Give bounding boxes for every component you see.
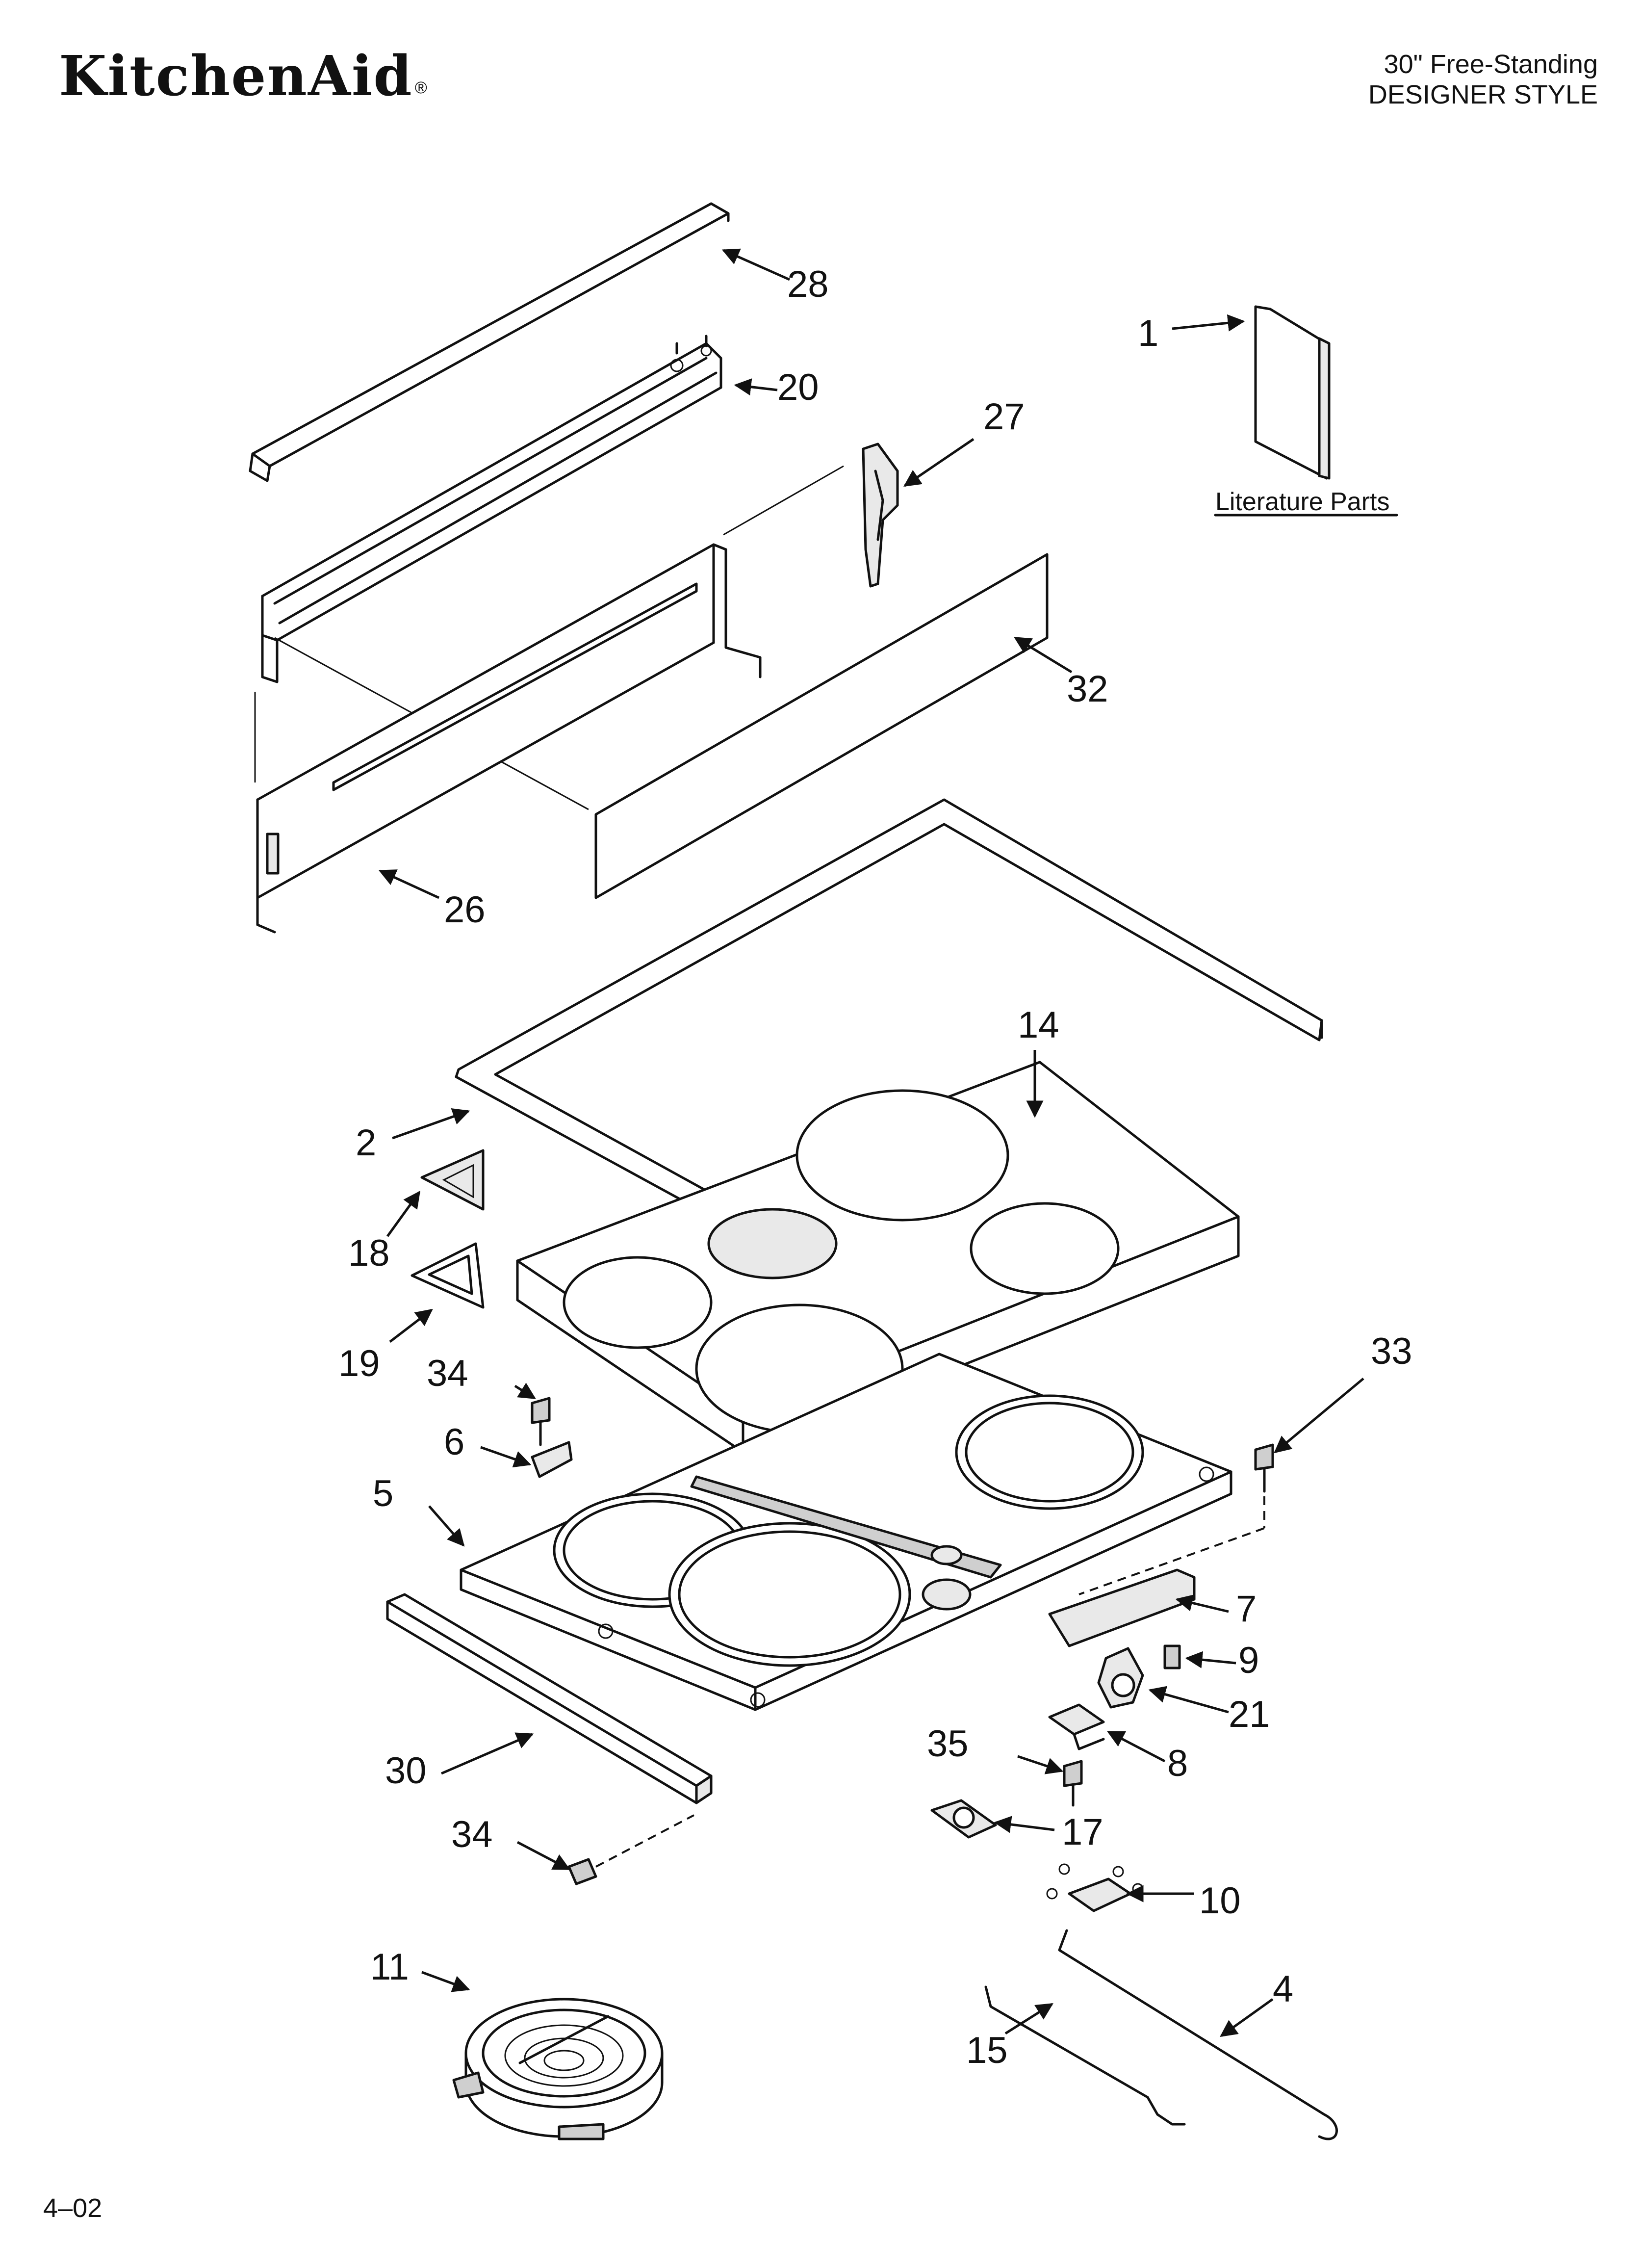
part-9-screw — [1163, 1644, 1181, 1669]
callout-28: 28 — [787, 263, 829, 305]
callout-20: 20 — [777, 366, 819, 408]
callout-11: 11 — [370, 1946, 409, 1988]
part-8-bracket — [1048, 1703, 1105, 1750]
callout-21: 21 — [1229, 1694, 1270, 1735]
callout-10: 10 — [1199, 1880, 1241, 1922]
callout-15: 15 — [966, 2030, 1008, 2071]
part-19-lens-gasket — [410, 1242, 485, 1309]
part-11-radiant-element — [452, 1998, 664, 2140]
part-21-thermostat — [1097, 1647, 1144, 1709]
callout-27: 27 — [983, 396, 1025, 438]
callout-19: 19 — [338, 1343, 380, 1384]
callout-5: 5 — [373, 1473, 393, 1514]
part-4-rod — [1058, 1929, 1338, 2140]
part-34-screw-lower — [567, 1858, 597, 1885]
part-10-terminal-block — [1046, 1863, 1144, 1912]
part-15-rod — [984, 1985, 1186, 2126]
callout-26: 26 — [444, 889, 486, 931]
model-line-2: DESIGNER STYLE — [1368, 80, 1598, 109]
part-7-rear-support — [1048, 1568, 1196, 1647]
callout-32: 32 — [1067, 668, 1108, 710]
part-1-literature — [1254, 305, 1331, 480]
callout-6: 6 — [444, 1421, 464, 1463]
callout-2: 2 — [356, 1122, 376, 1164]
callout-30: 30 — [385, 1750, 427, 1792]
part-32-control-glass — [594, 553, 1049, 899]
part-18-indicator-lens — [420, 1149, 485, 1211]
callout-1: 1 — [1138, 313, 1158, 354]
part-33-screw — [1254, 1443, 1274, 1493]
part-26-back-panel — [256, 543, 762, 934]
callout-4: 4 — [1273, 1968, 1293, 2010]
literature-parts-label: Literature Parts — [1215, 488, 1390, 516]
callout-34-lower: 34 — [451, 1814, 493, 1855]
brand-name: KitchenAid — [59, 44, 413, 108]
model-line-1: 30" Free-Standing — [1384, 50, 1598, 79]
date-code: 4–02 — [43, 2193, 103, 2223]
callout-7: 7 — [1236, 1588, 1257, 1630]
part-17-limiter — [930, 1799, 997, 1839]
registered-mark: ® — [414, 78, 428, 97]
part-27-bracket — [862, 443, 899, 588]
callout-18: 18 — [348, 1232, 390, 1274]
callout-17: 17 — [1062, 1811, 1103, 1853]
part-5-burner-box — [460, 1353, 1232, 1711]
part-35-screw — [1063, 1760, 1083, 1807]
callout-9: 9 — [1238, 1640, 1259, 1681]
part-20-panel-frame — [261, 335, 722, 683]
part-30-front-trim — [386, 1593, 713, 1804]
callout-33: 33 — [1371, 1330, 1412, 1372]
part-34-screw-upper — [531, 1397, 551, 1446]
callout-14: 14 — [1018, 1004, 1059, 1046]
part-6-clip — [531, 1441, 573, 1478]
callout-8: 8 — [1167, 1743, 1188, 1784]
part-28-trim — [249, 202, 730, 482]
callout-35: 35 — [927, 1723, 969, 1765]
model-description: 30" Free-Standing DESIGNER STYLE — [1368, 49, 1598, 110]
callout-34-upper: 34 — [427, 1353, 468, 1394]
brand-logo: KitchenAid® — [59, 44, 428, 108]
